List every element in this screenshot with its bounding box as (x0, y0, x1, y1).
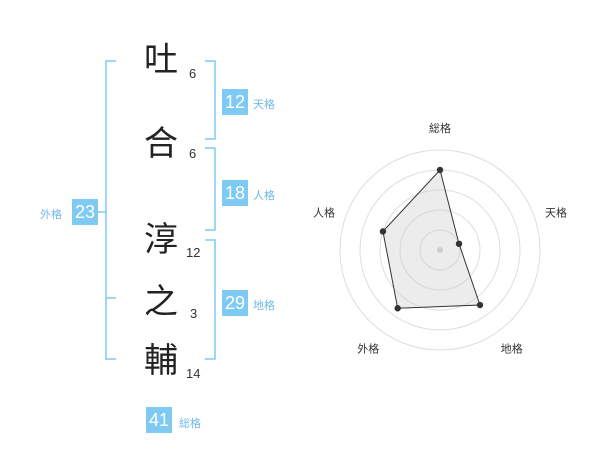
radar-grid-ring-2 (399, 209, 481, 291)
jinkaku-label: 人格 (253, 189, 275, 202)
radar-point-2 (455, 240, 463, 248)
radar-center (437, 247, 443, 253)
gaikaku-badge: 23 (72, 199, 98, 225)
tenkaku-bracket (205, 60, 216, 140)
tenkaku-label: 天格 (253, 98, 275, 111)
radar-area (382, 168, 481, 309)
tenkaku-badge: 12 (222, 89, 248, 115)
radar-grid-ring-3 (379, 189, 501, 311)
radar-axis-label-2: 天格 (545, 205, 567, 219)
stroke-count-5: 14 (186, 366, 201, 381)
soukaku-label: 総格 (179, 417, 201, 430)
radar-axis-label-1: 総格 (429, 121, 451, 135)
radar-point-1 (436, 166, 444, 174)
name-char-1: 吐 (144, 40, 178, 80)
name-char-2: 合 (144, 124, 178, 164)
stroke-count-1: 6 (189, 66, 197, 81)
name-char-4: 之 (144, 282, 178, 322)
jinkaku-bracket (205, 147, 216, 231)
stroke-count-2: 6 (189, 146, 197, 161)
radar-grid-ring-1 (419, 229, 461, 271)
radar-axis-label-3: 地格 (501, 342, 523, 356)
gaikaku-label: 外格 (40, 208, 62, 221)
stroke-count-3: 12 (186, 245, 201, 260)
chikaku-badge: 29 (222, 290, 248, 316)
stroke-count-4: 3 (190, 306, 198, 321)
gaikaku-bracket (105, 60, 116, 360)
radar-point-3 (476, 301, 484, 309)
radar-grid-ring-5 (339, 149, 541, 351)
radar-point-4 (394, 305, 401, 312)
chikaku-label: 地格 (253, 299, 275, 312)
radar-axis-label-4: 外格 (357, 342, 379, 356)
radar-point-5 (379, 228, 387, 235)
name-char-3: 淳 (144, 220, 178, 260)
name-char-5: 輔 (144, 341, 178, 381)
jinkaku-badge: 18 (222, 180, 248, 206)
soukaku-badge: 41 (146, 407, 172, 433)
radar-axis-label-5: 人格 (313, 205, 335, 219)
chikaku-bracket (205, 239, 216, 360)
